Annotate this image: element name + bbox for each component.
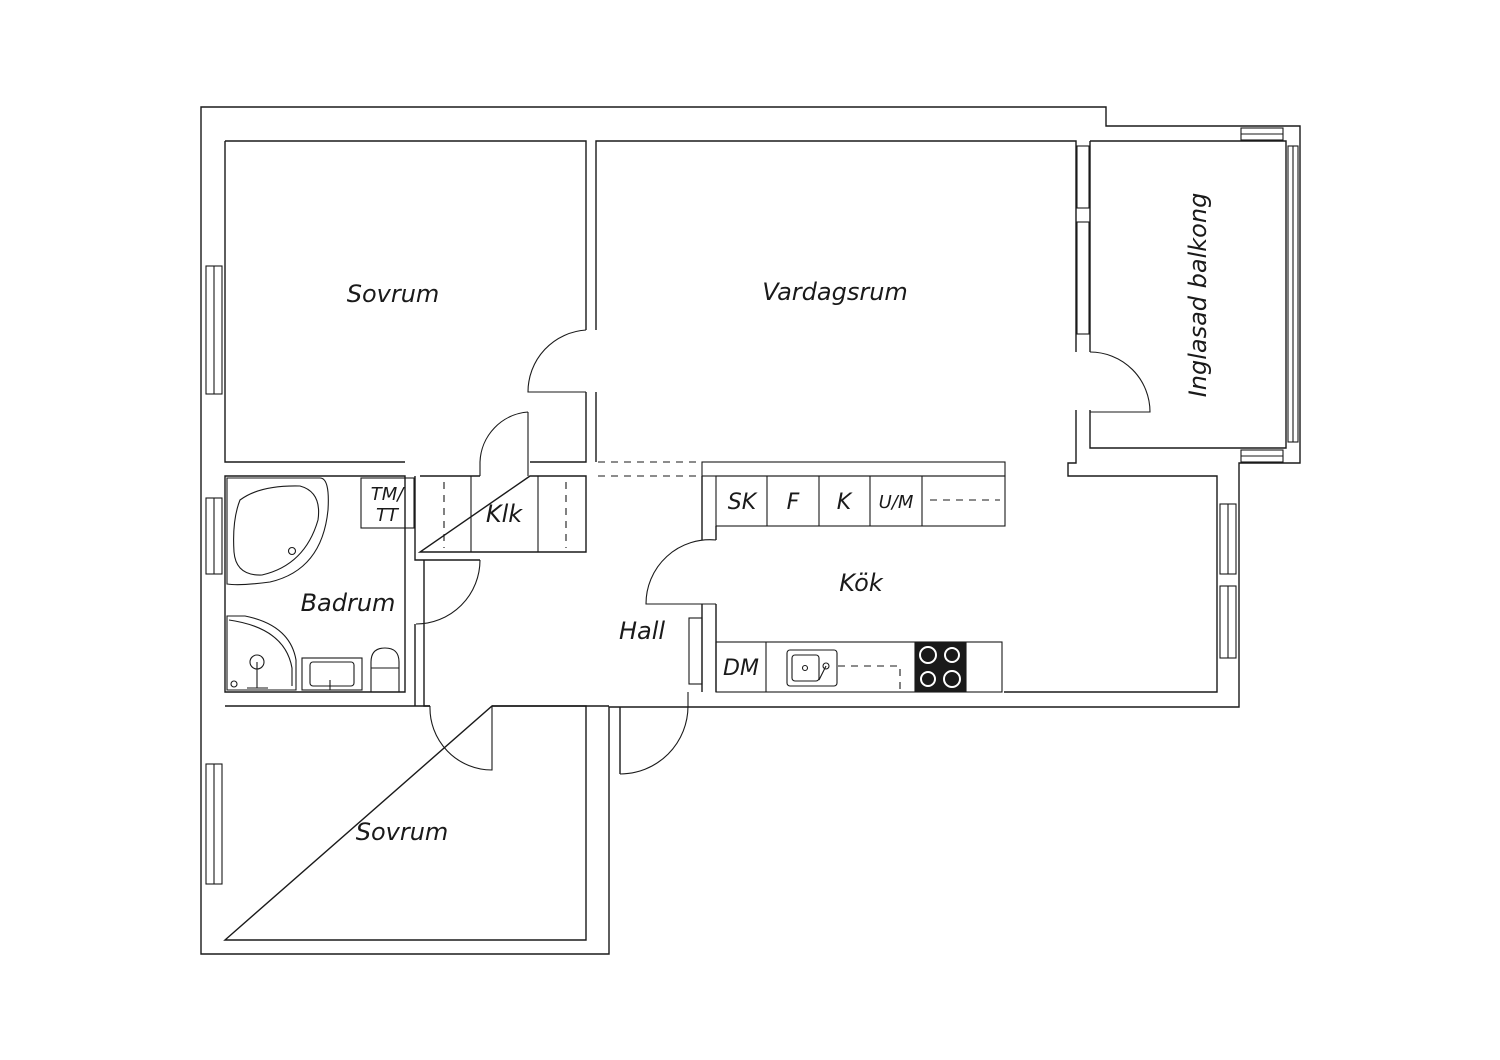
appliance-label-tm: TM/: [371, 484, 406, 505]
balcony-walls: [1089, 140, 1287, 449]
washbasin-bowl: [309, 661, 355, 687]
door-bathroom: [415, 559, 481, 625]
window: [1076, 221, 1090, 335]
closet-walls: [417, 475, 587, 553]
appliance-label-tt: TT: [376, 505, 400, 526]
door-balcony: [1089, 351, 1151, 413]
sink: [786, 649, 838, 687]
sink-tap: [822, 662, 830, 670]
shower-knob: [230, 680, 238, 688]
appliance-label-f: F: [787, 490, 800, 515]
kitchen-lower-dash: [838, 665, 901, 692]
kitchen-lower-counter: [715, 641, 1003, 693]
washer-dryer-box: [360, 477, 415, 529]
toilet: [370, 647, 400, 693]
bedroom-top-walls: [224, 140, 587, 463]
kitchen-upper-counter: [701, 461, 1006, 477]
appliance-label-dm: DM: [723, 656, 759, 681]
door-kitchen: [645, 539, 717, 605]
door-entrance: [619, 692, 689, 775]
room-label-living-room: Vardagsrum: [762, 278, 908, 306]
door-bedroom-bottom: [429, 705, 493, 771]
shower-tap: [247, 662, 268, 689]
stove-burner: [943, 670, 961, 688]
door-closet: [479, 411, 529, 476]
appliance-label-um: U/M: [879, 492, 914, 513]
kitchen-cabinets: [715, 475, 1006, 527]
bathroom-walls: [224, 475, 480, 706]
room-label-kitchen: Kök: [839, 569, 884, 597]
shower: [226, 615, 297, 691]
bathtub-inner: [233, 485, 320, 576]
washbasin-tap: [324, 680, 336, 691]
kitchen-left-wall: [701, 476, 717, 692]
shower-inner: [228, 619, 293, 686]
room-label-bathroom: Badrum: [301, 589, 396, 617]
room-label-balcony: Inglasad balkong: [1184, 193, 1212, 398]
hall-wardrobe: [688, 617, 703, 685]
stove-burner: [920, 671, 936, 687]
sink-tap-neck: [818, 665, 827, 681]
room-label-closet: Klk: [486, 500, 523, 528]
stove-burner: [944, 647, 960, 663]
outer-wall: [200, 106, 1301, 955]
window: [1076, 145, 1090, 209]
bedroom-bottom-walls: [223, 705, 587, 941]
door-bedroom-top: [527, 329, 587, 393]
kitchen-cabinet-dividers: [766, 476, 923, 526]
room-label-hall: Hall: [619, 617, 665, 645]
stove-burner: [919, 646, 937, 664]
bathtub: [226, 477, 329, 586]
living-hall-opening: [598, 461, 700, 477]
room-label-bedroom-top: Sovrum: [347, 280, 440, 308]
hall-walls: [423, 560, 609, 707]
closet-dash: [443, 482, 567, 548]
appliance-label-sk: SK: [728, 490, 758, 515]
sink-basin: [791, 654, 820, 682]
closet-dividers: [470, 476, 539, 552]
room-label-bedroom-bottom: Sovrum: [356, 818, 449, 846]
sink-drain: [801, 664, 809, 672]
appliance-label-k: K: [837, 490, 853, 515]
bathtub-drain: [287, 546, 297, 556]
living-room-walls: [595, 140, 1218, 693]
